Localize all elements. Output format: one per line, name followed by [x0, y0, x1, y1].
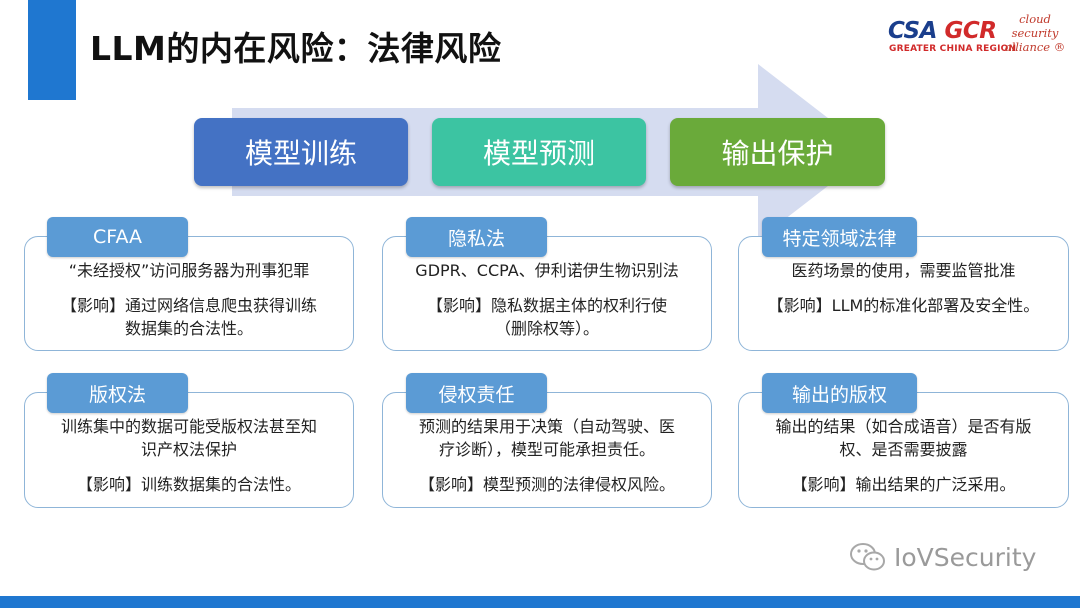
tag-privacy-law: 隐私法 — [406, 217, 547, 257]
card-text-line: 识产权法保护 — [140, 440, 237, 459]
tag-cfaa: CFAA — [47, 217, 188, 257]
card-text-line: 输出的结果（如合成语音）是否有版 — [775, 417, 1032, 436]
stage-model-training: 模型训练 — [194, 118, 408, 186]
card-text-line: GDPR、CCPA、伊利诺伊生物识别法 — [415, 261, 679, 280]
card-text-line: 【影响】LLM的标准化部署及安全性。 — [767, 296, 1040, 315]
card-gap — [393, 282, 701, 294]
card-text-line: 权、是否需要披露 — [839, 440, 968, 459]
tag-domain-law: 特定领域法律 — [762, 217, 917, 257]
card-text-line: 预测的结果用于决策（自动驾驶、医 — [418, 417, 675, 436]
card-text-line: 疗诊断），模型可能承担责任。 — [438, 440, 655, 459]
card-text-line: 训练集中的数据可能受版权法甚至知 — [60, 417, 317, 436]
card-text-line: 数据集的合法性。 — [124, 319, 253, 338]
watermark-text: IoVSecurity — [894, 542, 1037, 572]
csa-gcr-logo: CSA GCR GREATER CHINA REGION cloud secur… — [888, 12, 1068, 60]
card-gap — [393, 461, 701, 473]
tag-copyright-law: 版权法 — [47, 373, 188, 413]
logo-gcr-text: GCR — [944, 18, 997, 44]
logo-csa-text: CSA — [888, 18, 937, 44]
card-text-line: （删除权等）。 — [494, 319, 599, 338]
logo-side-line: cloud — [1019, 12, 1051, 26]
card-text-line: 【影响】模型预测的法律侵权风险。 — [418, 475, 675, 494]
card-text-line: 医药场景的使用，需要监管批准 — [791, 261, 1016, 280]
logo-side-text: cloud security alliance ® — [1002, 12, 1068, 54]
card-text-line: 【影响】通过网络信息爬虫获得训练 — [60, 296, 317, 315]
tag-tort-liability: 侵权责任 — [406, 373, 547, 413]
tag-output-copyright: 输出的版权 — [762, 373, 917, 413]
card-gap — [35, 461, 343, 473]
card-gap — [749, 282, 1058, 294]
page-title: LLM的内在风险：法律风险 — [90, 29, 502, 68]
stage-model-prediction: 模型预测 — [432, 118, 646, 186]
stage-output-protection: 输出保护 — [670, 118, 885, 186]
card-text-line: 【影响】训练数据集的合法性。 — [76, 475, 301, 494]
card-text-line: 【影响】隐私数据主体的权利行使 — [426, 296, 667, 315]
logo-side-line: security — [1011, 26, 1059, 40]
card-gap — [749, 461, 1058, 473]
logo-side-line: alliance ® — [1004, 40, 1066, 54]
footer-bar — [0, 596, 1080, 608]
card-text-line: 【影响】输出结果的广泛采用。 — [791, 475, 1016, 494]
logo-subtitle: GREATER CHINA REGION — [889, 44, 1017, 54]
watermark: IoVSecurity — [848, 540, 1036, 574]
wechat-icon — [850, 543, 885, 571]
logo-wordmark: CSA GCR — [888, 18, 997, 44]
card-gap — [35, 282, 343, 294]
title-accent-bar — [28, 0, 76, 100]
card-text-line: “未经授权”访问服务器为刑事犯罪 — [68, 261, 310, 280]
